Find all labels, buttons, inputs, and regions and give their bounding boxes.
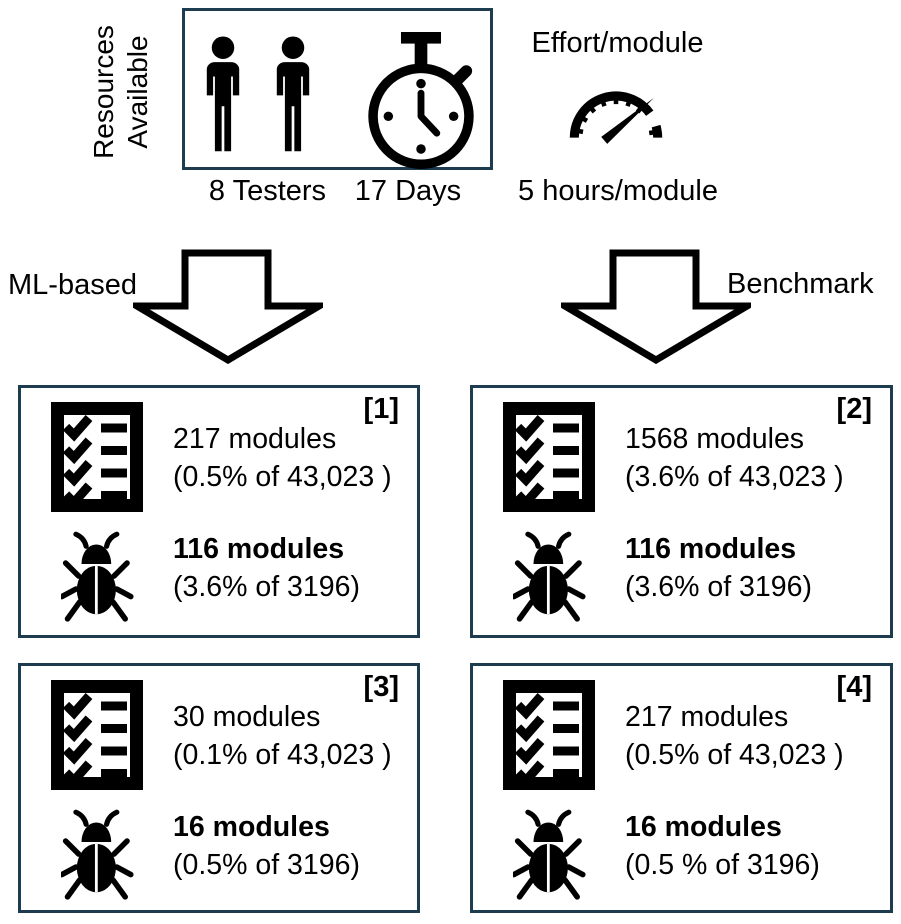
benchmark-branch-arrow-icon bbox=[561, 249, 751, 364]
result-box-3: [3] 30 modules (0.1% of 43,023 ) 16 modu… bbox=[18, 663, 420, 913]
defective-modules-icon bbox=[61, 531, 141, 623]
testers-caption: 8 Testers bbox=[208, 175, 327, 207]
defective-modules-text: 116 modules (3.6% of 3196) bbox=[625, 530, 812, 606]
result-box-2: [2] 1568 modules (3.6% of 43,023 ) 116 m… bbox=[470, 385, 893, 638]
resources-available-label: Resources Available bbox=[87, 17, 155, 167]
defective-count: 16 modules bbox=[173, 811, 330, 843]
reference-badge: [4] bbox=[836, 671, 872, 703]
selected-detail: (0.1% of 43,023 ) bbox=[173, 739, 392, 771]
reference-badge: [1] bbox=[363, 393, 399, 425]
reference-badge: [3] bbox=[363, 671, 399, 703]
selected-modules-icon bbox=[503, 402, 595, 512]
selected-modules-text: 217 modules (0.5% of 43,023 ) bbox=[173, 420, 392, 496]
defective-detail: (0.5 % of 3196) bbox=[625, 849, 820, 881]
days-icon bbox=[363, 32, 479, 169]
effort-title: Effort/module bbox=[531, 27, 704, 59]
defective-count: 16 modules bbox=[625, 811, 782, 843]
days-caption: 17 Days bbox=[354, 175, 462, 207]
selected-modules-icon bbox=[51, 680, 143, 790]
defective-modules-text: 16 modules (0.5 % of 3196) bbox=[625, 808, 820, 884]
selected-detail: (0.5% of 43,023 ) bbox=[173, 461, 392, 493]
effort-caption: 5 hours/module bbox=[518, 175, 718, 207]
tester-icon bbox=[196, 31, 250, 158]
selected-modules-text: 1568 modules (3.6% of 43,023 ) bbox=[625, 420, 844, 496]
selected-modules-icon bbox=[51, 402, 143, 512]
selected-modules-text: 30 modules (0.1% of 43,023 ) bbox=[173, 698, 392, 774]
resources-label-line1: Resources bbox=[88, 25, 119, 159]
selected-modules-text: 217 modules (0.5% of 43,023 ) bbox=[625, 698, 844, 774]
selected-detail: (0.5% of 43,023 ) bbox=[625, 739, 844, 771]
tester-icon bbox=[266, 31, 320, 158]
selected-count: 217 modules bbox=[173, 423, 337, 455]
effort-icon bbox=[557, 76, 675, 144]
defective-detail: (3.6% of 3196) bbox=[625, 571, 812, 603]
defective-modules-icon bbox=[61, 809, 141, 901]
selected-modules-icon bbox=[503, 680, 595, 790]
defective-modules-icon bbox=[513, 531, 593, 623]
result-box-4: [4] 217 modules (0.5% of 43,023 ) 16 mod… bbox=[470, 663, 893, 913]
defective-modules-icon bbox=[513, 809, 593, 901]
defective-modules-text: 16 modules (0.5% of 3196) bbox=[173, 808, 360, 884]
selected-count: 217 modules bbox=[625, 701, 789, 733]
benchmark-label: Benchmark bbox=[727, 268, 874, 300]
ml-based-label: ML-based bbox=[8, 269, 137, 301]
defective-count: 116 modules bbox=[625, 533, 797, 565]
defective-modules-text: 116 modules (3.6% of 3196) bbox=[173, 530, 360, 606]
resources-box bbox=[182, 8, 493, 170]
selected-detail: (3.6% of 43,023 ) bbox=[625, 461, 844, 493]
resources-label-line2: Available bbox=[122, 35, 153, 149]
defective-detail: (0.5% of 3196) bbox=[173, 849, 360, 881]
defective-count: 116 modules bbox=[173, 533, 345, 565]
selected-count: 1568 modules bbox=[625, 423, 805, 455]
ml-branch-arrow-icon bbox=[133, 249, 323, 364]
reference-badge: [2] bbox=[836, 393, 872, 425]
defective-detail: (3.6% of 3196) bbox=[173, 571, 360, 603]
selected-count: 30 modules bbox=[173, 701, 321, 733]
result-box-1: [1] 217 modules (0.5% of 43,023 ) 116 mo… bbox=[18, 385, 420, 638]
